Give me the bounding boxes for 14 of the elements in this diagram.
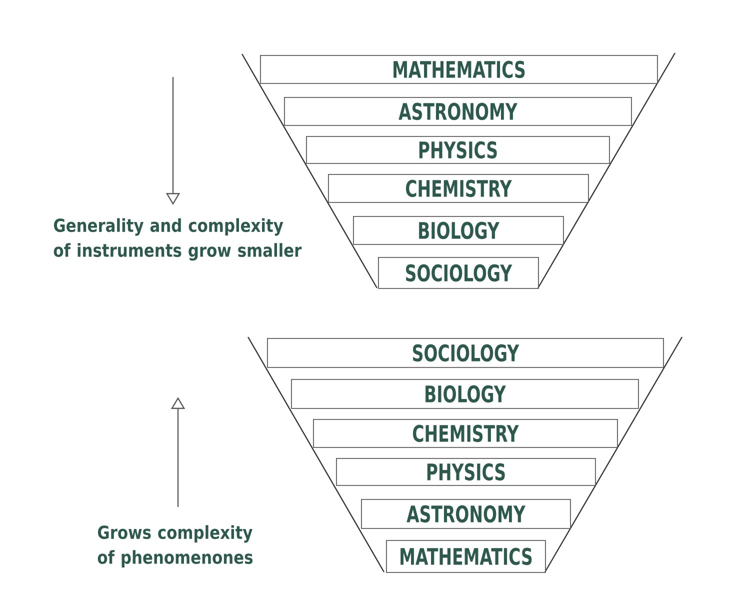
discipline-box: BIOLOGY xyxy=(353,216,564,245)
discipline-box: MATHEMATICS xyxy=(386,540,546,573)
discipline-box: SOCIOLOGY xyxy=(267,338,664,368)
discipline-box: BIOLOGY xyxy=(291,379,639,409)
discipline-box: SOCIOLOGY xyxy=(378,257,539,289)
side-label: Generality and complexity of instruments grow smaller xyxy=(54,218,302,261)
discipline-box: PHYSICS xyxy=(336,458,596,486)
side-label: Grows complexity of phenomenones xyxy=(98,525,253,568)
discipline-box: CHEMISTRY xyxy=(313,419,618,448)
discipline-box: CHEMISTRY xyxy=(328,174,589,203)
discipline-box: ASTRONOMY xyxy=(284,97,632,126)
discipline-box: ASTRONOMY xyxy=(361,499,571,529)
discipline-box: MATHEMATICS xyxy=(260,55,658,84)
discipline-box: PHYSICS xyxy=(306,136,610,164)
